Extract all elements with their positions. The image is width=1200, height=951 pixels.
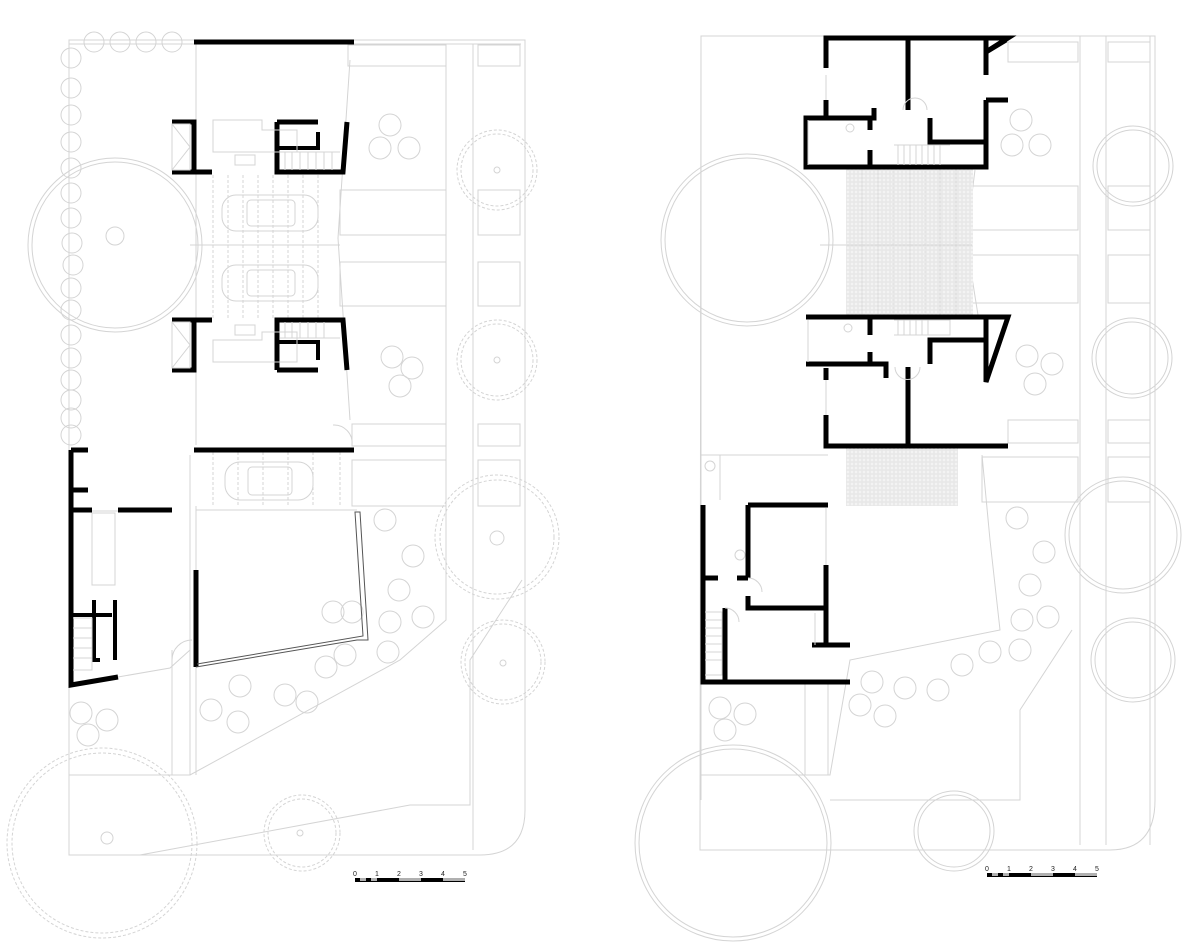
- scale-tick-label: 0: [353, 871, 357, 878]
- house-c-walls: [68, 447, 369, 688]
- car-1: [221, 194, 319, 232]
- hedge-trees: [60, 31, 183, 446]
- carport: [190, 175, 341, 505]
- scale-tick-label: 2: [397, 871, 401, 878]
- upper-house-c-walls: [700, 502, 850, 685]
- paved-courtyard: [820, 168, 973, 506]
- large-trees: [634, 125, 1182, 942]
- scale-tick-label: 2: [1029, 866, 1033, 873]
- shrubs: [69, 113, 435, 747]
- scale-tick-label: 5: [463, 871, 467, 878]
- scale-tick-label: 4: [441, 871, 445, 878]
- scale-tick-label: 1: [375, 871, 379, 878]
- scale-tick-label: 4: [1073, 866, 1077, 873]
- scale-bar-ground-floor: 0 1 2 3 4 5: [353, 871, 467, 882]
- upper-floor-plan: 0 1 2 3 4 5: [634, 35, 1182, 942]
- upper-house-b-walls: [806, 314, 1012, 449]
- site-boundary: [68, 39, 526, 856]
- large-trees: [6, 129, 560, 939]
- scale-tick-label: 5: [1095, 866, 1099, 873]
- car-3: [224, 461, 314, 501]
- scale-tick-label: 1: [1007, 866, 1011, 873]
- ground-floor-plan: 0 1 2 3 4 5: [6, 31, 560, 939]
- scale-tick-label: 3: [419, 871, 423, 878]
- house-b-walls: [171, 317, 354, 453]
- upper-house-a-walls: [803, 35, 1017, 170]
- scale-bar-upper-floor: 0 1 2 3 4 5: [985, 866, 1099, 877]
- scale-tick-label: 3: [1051, 866, 1055, 873]
- shrubs: [708, 108, 1064, 742]
- house-a-walls: [171, 39, 354, 175]
- car-2: [221, 264, 319, 302]
- scale-tick-label: 0: [985, 866, 989, 873]
